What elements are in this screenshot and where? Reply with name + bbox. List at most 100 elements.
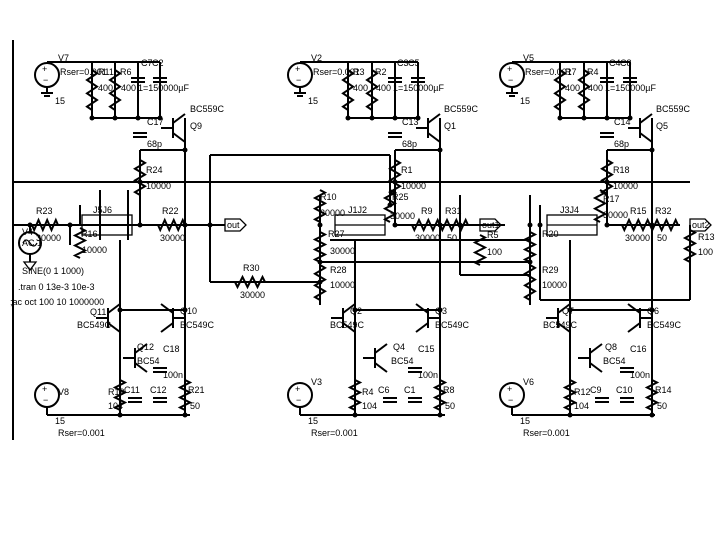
label-r13-val: 100 xyxy=(698,247,713,257)
label-r32-val: 50 xyxy=(657,233,667,243)
junction-dot xyxy=(67,222,73,228)
label-r15: R15 xyxy=(630,206,647,216)
label-v4: V4 xyxy=(22,227,33,237)
label-r29-val: 10000 xyxy=(542,280,567,290)
junction-dot xyxy=(117,307,123,313)
label-q4: Q4 xyxy=(393,342,405,352)
label-q9-type: BC559C xyxy=(190,104,225,114)
junction-dot xyxy=(567,412,573,418)
svg-text:+: + xyxy=(42,64,47,74)
resistor-r4b xyxy=(577,69,591,111)
label-r2-val: 400 xyxy=(376,83,391,93)
junction-dot xyxy=(117,412,123,418)
junction-dot xyxy=(457,222,463,228)
junction-dot xyxy=(415,115,421,121)
label-sine: SINE(0 1 1000) xyxy=(22,266,84,276)
label-r5: R5 xyxy=(487,230,499,240)
resistor-r6 xyxy=(108,69,122,111)
label-r19-val: 104 xyxy=(108,401,123,411)
label-r17: R17 xyxy=(603,194,620,204)
transistor-q2 xyxy=(331,303,356,333)
junction-dot xyxy=(345,115,351,121)
resistor-r12 xyxy=(562,379,578,411)
label-q11: Q11 xyxy=(90,307,106,317)
label-c11: C11 xyxy=(124,385,140,395)
voltage-source-v7: + − xyxy=(34,62,60,97)
junction-dot xyxy=(392,179,398,185)
transistor-q8 xyxy=(578,343,603,373)
resistor-r15 xyxy=(621,217,651,233)
label-r22: R22 xyxy=(162,206,179,216)
label-v8: V8 xyxy=(58,387,69,397)
label-c8: C8 xyxy=(620,58,632,68)
label-r27-val: 30000 xyxy=(330,246,355,256)
label-r9: R9 xyxy=(421,206,433,216)
label-v15-v6: 15 xyxy=(520,416,530,426)
label-r4: R4 xyxy=(362,387,374,397)
junction-dot xyxy=(369,115,375,121)
label-r4-val: 104 xyxy=(362,401,377,411)
label-v7: V7 xyxy=(58,53,69,63)
capacitor-c12 xyxy=(153,397,167,403)
junction-dot xyxy=(649,307,655,313)
label-c15-val: 100n xyxy=(418,370,438,380)
label-rser-v8: Rser=0.001 xyxy=(58,428,105,438)
junction-dot xyxy=(27,222,33,228)
out2-flag xyxy=(689,218,712,232)
label-r17-val: 30000 xyxy=(603,210,628,220)
label-q3-type: BC549C xyxy=(435,320,470,330)
label-j3j4: J3J4 xyxy=(560,205,579,215)
label-r30-val: 30000 xyxy=(240,290,265,300)
junction-dot xyxy=(437,147,443,153)
capacitor-c14 xyxy=(600,132,614,138)
transistor-q5 xyxy=(628,113,653,143)
label-q7: Q7 xyxy=(562,306,574,316)
junction-dot xyxy=(182,222,188,228)
junction-dot xyxy=(437,412,443,418)
transistor-q9 xyxy=(161,113,186,143)
label-v3: V3 xyxy=(311,377,322,387)
resistor-r5 xyxy=(472,234,488,266)
junction-dot xyxy=(581,115,587,121)
label-q8-type: BC54 xyxy=(603,356,626,366)
resistor-r16 xyxy=(72,227,88,259)
label-r23: R23 xyxy=(36,206,53,216)
label-c1: C1 xyxy=(404,385,416,395)
label-r14: R14 xyxy=(655,385,672,395)
label-r29: R29 xyxy=(542,265,559,275)
resistor-r18 xyxy=(600,159,614,196)
junction-dot xyxy=(182,307,188,313)
label-r24: R24 xyxy=(146,165,163,175)
label-q11-type: BC549C xyxy=(77,320,112,330)
voltage-source-v3: + − xyxy=(287,382,313,415)
transistor-q11 xyxy=(96,303,121,333)
label-rser-v2: Rser=0.001 xyxy=(313,67,360,77)
junction-dot xyxy=(437,307,443,313)
capacitor-c7 xyxy=(131,77,145,83)
label-c18-val: 100n xyxy=(163,370,183,380)
label-r7: R7 xyxy=(565,67,577,77)
junction-dot xyxy=(317,279,323,285)
junction-dot xyxy=(537,222,543,228)
label-c2: C2 xyxy=(152,58,164,68)
label-q1-type: BC559C xyxy=(444,104,479,114)
label-c13: C13 xyxy=(402,117,419,127)
label-q12-type: BC54 xyxy=(137,356,160,366)
label-q9: Q9 xyxy=(190,121,202,131)
junction-dot xyxy=(352,412,358,418)
label-j5j6: J5J6 xyxy=(93,205,112,215)
label-c8-val: 1=150000µF xyxy=(605,83,656,93)
svg-text:+: + xyxy=(295,64,300,74)
jfet-pair-j3j4 xyxy=(546,214,598,236)
label-r6: R6 xyxy=(120,67,132,77)
label-r9-val: 30000 xyxy=(415,233,440,243)
signal-wires xyxy=(13,154,691,330)
junction-dot xyxy=(135,115,141,121)
svg-text:+: + xyxy=(507,384,512,394)
label-c13-val: 68p xyxy=(402,139,417,149)
svg-text:−: − xyxy=(508,75,513,85)
label-r16: R16 xyxy=(81,229,98,239)
label-c2-val: 1=150000µF xyxy=(138,83,189,93)
label-c10: C10 xyxy=(616,385,633,395)
voltage-source-v5: + − xyxy=(499,62,525,97)
